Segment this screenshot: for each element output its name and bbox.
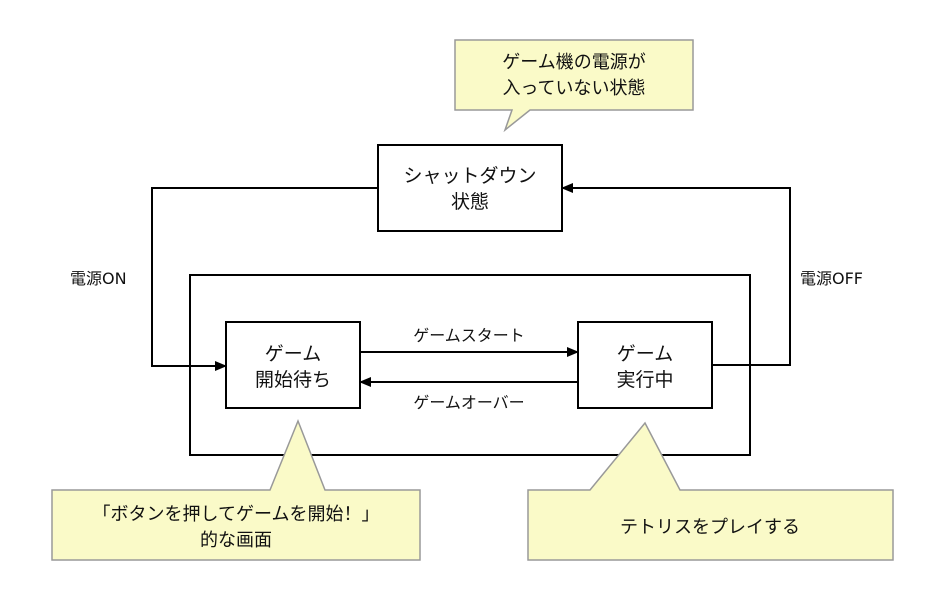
state-running: ゲーム 実行中 bbox=[577, 321, 713, 409]
state-running-line1: ゲーム bbox=[617, 343, 673, 365]
state-waiting: ゲーム 開始待ち bbox=[225, 321, 361, 409]
label-game-start: ゲームスタート bbox=[413, 326, 525, 345]
note-running: テトリスをプレイする bbox=[527, 421, 894, 561]
note-waiting-line2: 的な画面 bbox=[200, 530, 272, 551]
label-power-off: 電源OFF bbox=[800, 269, 863, 288]
state-waiting-line1: ゲーム bbox=[265, 343, 321, 365]
state-waiting-line2: 開始待ち bbox=[255, 369, 331, 391]
arrow-power-off bbox=[561, 183, 791, 366]
label-game-over: ゲームオーバー bbox=[413, 393, 524, 412]
state-shutdown-line2: 状態 bbox=[451, 191, 489, 213]
state-shutdown: シャットダウン 状態 bbox=[377, 144, 563, 232]
note-waiting: 「ボタンを押してゲームを開始！」 的な画面 bbox=[51, 418, 421, 561]
label-power-on: 電源ON bbox=[70, 269, 127, 288]
state-running-line2: 実行中 bbox=[616, 369, 673, 391]
note-waiting-line1: 「ボタンを押してゲームを開始！」 bbox=[93, 504, 380, 525]
note-power-off-line1: ゲーム機の電源が bbox=[502, 52, 645, 73]
arrow-power-on bbox=[151, 187, 378, 371]
state-shutdown-line1: シャットダウン bbox=[403, 165, 536, 187]
note-power-off: ゲーム機の電源が 入っていない状態 bbox=[454, 39, 694, 133]
note-running-line1: テトリスをプレイする bbox=[620, 517, 800, 538]
note-power-off-line2: 入っていない状態 bbox=[502, 78, 645, 99]
